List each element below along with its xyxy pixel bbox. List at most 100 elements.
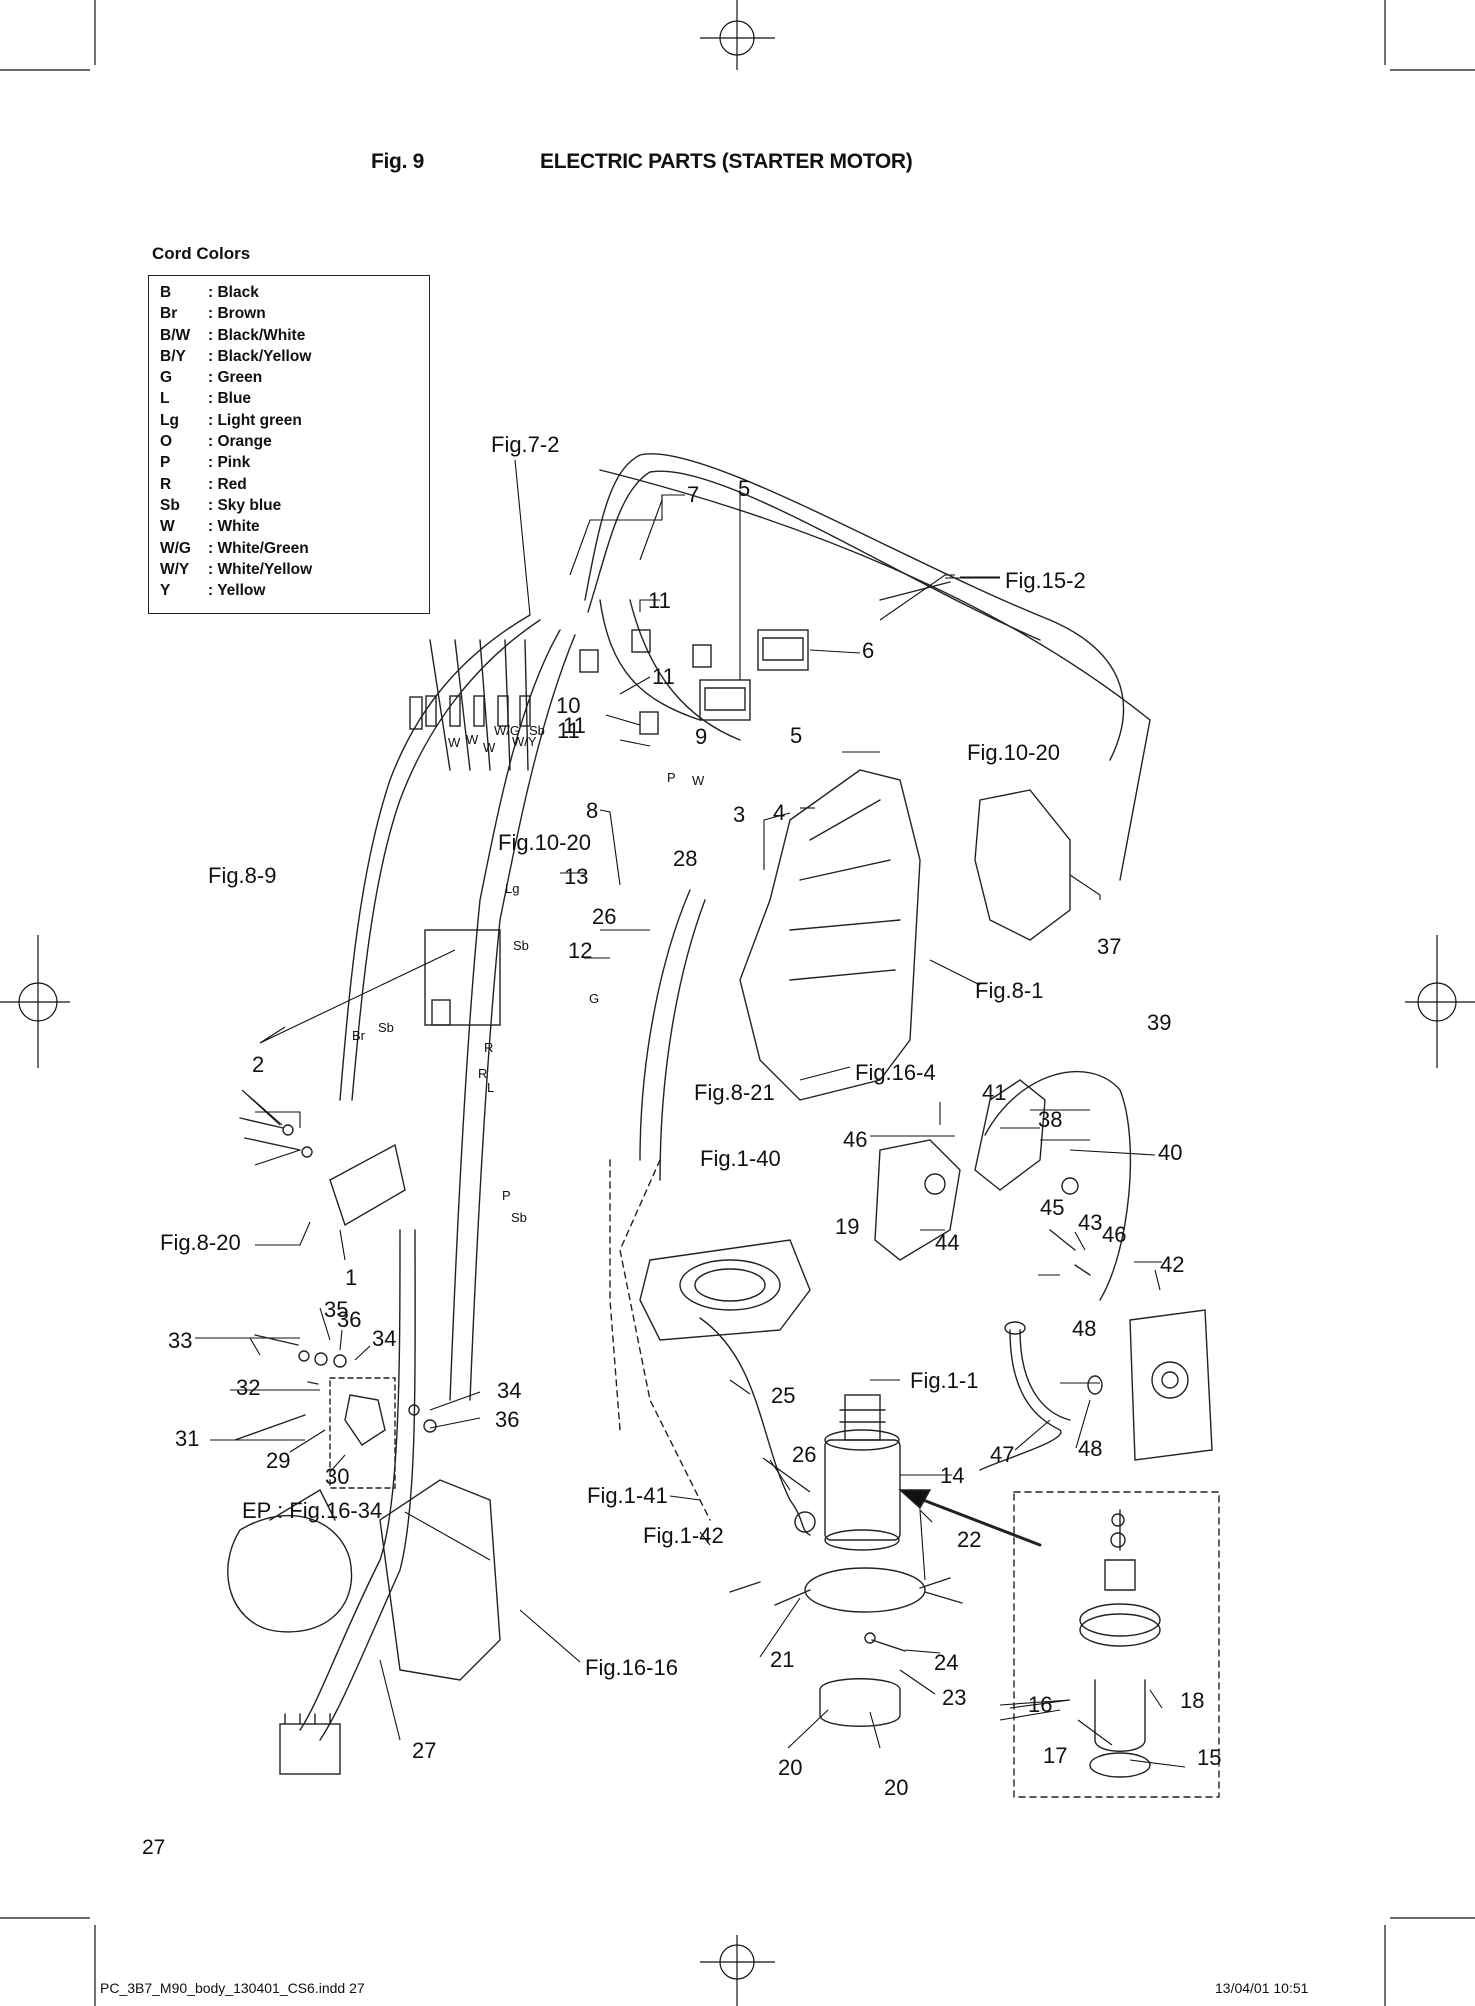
- figure-reference: Fig.8-20: [160, 1230, 241, 1255]
- figure-reference: Fig.10-20: [967, 740, 1060, 765]
- cord-color-name: : Pink: [208, 454, 251, 472]
- callout-number: 47: [990, 1442, 1014, 1467]
- cord-color-name: : Red: [208, 475, 247, 493]
- cord-color-name: : White/Green: [208, 539, 309, 557]
- callout-number: 14: [940, 1463, 964, 1488]
- cord-color-code: B/W: [160, 326, 191, 344]
- callout-number: 28: [673, 846, 697, 871]
- callout-number: 20: [884, 1775, 908, 1800]
- page-number: 27: [142, 1836, 166, 1859]
- wire-color-tag: G: [589, 991, 599, 1006]
- cord-color-row: W/G : White/Green: [160, 538, 429, 559]
- callout-number: 6: [862, 638, 874, 663]
- print-timestamp: 13/04/01 10:51: [1215, 1980, 1309, 1996]
- callout-number: 12: [568, 938, 592, 963]
- wire-color-tag: R: [478, 1066, 487, 1081]
- wire-color-tag: Sb: [511, 1210, 527, 1225]
- wire-color-tag: W/Y: [512, 734, 537, 749]
- cord-color-name: : Blue: [208, 390, 252, 408]
- callout-number: 29: [266, 1448, 290, 1473]
- callout-number: 11: [557, 718, 580, 743]
- figure-reference: Fig.16-16: [585, 1655, 678, 1680]
- cord-color-code: Lg: [160, 411, 179, 429]
- figure-reference: Fig.1-1: [910, 1368, 978, 1393]
- cord-color-code: O: [160, 433, 173, 451]
- callout-number: 48: [1072, 1316, 1096, 1341]
- callout-number: 32: [236, 1375, 260, 1400]
- figure-reference: Fig.15-2: [1005, 568, 1086, 593]
- cord-color-row: O : Orange: [160, 431, 429, 452]
- wire-color-tag: P: [502, 1188, 511, 1203]
- wire-color-tag: R: [484, 1040, 493, 1055]
- figure-reference: Fig.10-20: [498, 830, 591, 855]
- wire-color-tag: W/G: [494, 723, 520, 738]
- figure-reference: EP : Fig.16-34: [242, 1498, 382, 1523]
- cord-color-code: Br: [160, 305, 178, 323]
- callout-number: 5: [790, 723, 802, 748]
- figure-number: Fig. 9: [371, 150, 425, 173]
- callout-number: 13: [564, 864, 588, 889]
- cord-color-row: Lg : Light green: [160, 410, 429, 431]
- callout-number: 40: [1158, 1140, 1182, 1165]
- cord-color-name: : Green: [208, 369, 263, 387]
- callout-number: 45: [1040, 1195, 1064, 1220]
- wire-color-tag: W: [448, 735, 461, 750]
- cord-color-name: : White/Yellow: [208, 560, 313, 578]
- callout-number: 26: [792, 1442, 816, 1467]
- callout-number: 10: [556, 693, 580, 718]
- callout-number: 46: [1102, 1222, 1126, 1247]
- figure-reference: Fig.1-40: [700, 1146, 781, 1171]
- cord-color-code: B/Y: [160, 347, 186, 365]
- callout-number: 26: [592, 904, 616, 929]
- cord-color-row: W/Y: White/Yellow: [160, 559, 429, 580]
- callout-number: 7: [687, 482, 699, 507]
- cord-color-row: Y: Yellow: [160, 580, 429, 601]
- callout-number: 34: [372, 1326, 396, 1351]
- callout-number: 42: [1160, 1252, 1184, 1277]
- cord-color-code: Y: [160, 582, 171, 600]
- cord-color-code: W/G: [160, 539, 191, 557]
- callout-number: 46: [843, 1127, 867, 1152]
- cord-color-row: L : Blue: [160, 388, 429, 409]
- figure-reference: Fig.1-41: [587, 1483, 668, 1508]
- wire-color-tag: W: [692, 773, 705, 788]
- callout-number: 2: [252, 1052, 264, 1077]
- cord-colors-heading: Cord Colors: [152, 244, 251, 263]
- cord-color-name: : Black/Yellow: [208, 347, 312, 365]
- cord-color-row: G: Green: [160, 367, 429, 388]
- cord-color-name: : Black: [208, 284, 259, 301]
- cord-color-name: : Black/White: [208, 326, 306, 344]
- cord-color-row: R : Red: [160, 474, 429, 495]
- callout-number: 35: [324, 1297, 348, 1322]
- wire-color-tag: Br: [352, 1028, 366, 1043]
- callout-number: 44: [935, 1230, 959, 1255]
- callout-number: 15: [1197, 1745, 1221, 1770]
- cord-color-row: Br: Brown: [160, 303, 429, 324]
- figure-reference: Fig.7-2: [491, 432, 559, 457]
- wire-color-tag: P: [667, 770, 676, 785]
- callout-number: 18: [1180, 1688, 1204, 1713]
- cord-color-name: : Orange: [208, 433, 272, 451]
- callout-number: 9: [695, 724, 707, 749]
- callout-number: 17: [1043, 1743, 1067, 1768]
- cord-color-name: : Light green: [208, 411, 302, 429]
- cord-color-name: : Sky blue: [208, 496, 282, 514]
- wire-color-tag: W: [483, 740, 496, 755]
- callout-number: 11: [648, 588, 671, 613]
- cord-color-code: L: [160, 390, 170, 408]
- wire-color-tag: W: [466, 732, 479, 747]
- callout-number: 48: [1078, 1436, 1102, 1461]
- figure-reference: Fig.16-4: [855, 1060, 936, 1085]
- callout-number: 43: [1078, 1210, 1102, 1235]
- wire-color-tag: L: [487, 1080, 494, 1095]
- callout-number: 4: [773, 800, 785, 825]
- callout-number: 41: [982, 1080, 1006, 1105]
- cord-color-code: R: [160, 475, 172, 493]
- cord-color-row: B/Y : Black/Yellow: [160, 346, 429, 367]
- cord-color-code: P: [160, 454, 171, 472]
- callout-number: 5: [738, 476, 750, 501]
- callout-number: 34: [497, 1378, 521, 1403]
- figure-reference: Fig.8-9: [208, 863, 276, 888]
- figure-reference: Fig.1-42: [643, 1523, 724, 1548]
